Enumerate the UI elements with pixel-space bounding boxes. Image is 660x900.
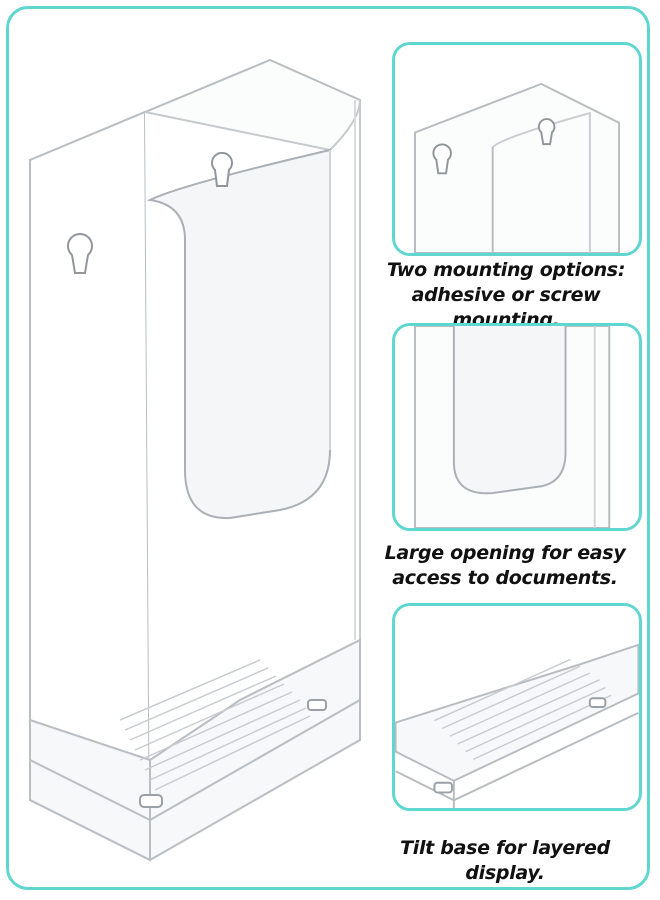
keyhole-slot-icon: [432, 118, 556, 175]
caption-tilt-base: Tilt base for layered display.: [360, 836, 650, 886]
tilt-base-detail-image: [395, 606, 639, 808]
detail-panel-opening: [392, 323, 642, 531]
caption-mounting: Two mounting options: adhesive or screw …: [356, 258, 656, 333]
mounting-detail-image: [395, 45, 639, 253]
opening-detail-image: [395, 326, 639, 528]
detail-panel-mounting: [392, 42, 642, 256]
caption-mounting-line1: Two mounting options:: [386, 259, 626, 281]
caption-opening-line1: Large opening for easy: [384, 542, 626, 564]
caption-opening-line2: access to documents.: [392, 567, 618, 589]
caption-opening: Large opening for easy access to documen…: [370, 541, 640, 591]
detail-panel-tilt-base: [392, 603, 642, 811]
caption-base-line1: Tilt base for layered display.: [400, 837, 610, 884]
outer-frame: [6, 6, 650, 890]
